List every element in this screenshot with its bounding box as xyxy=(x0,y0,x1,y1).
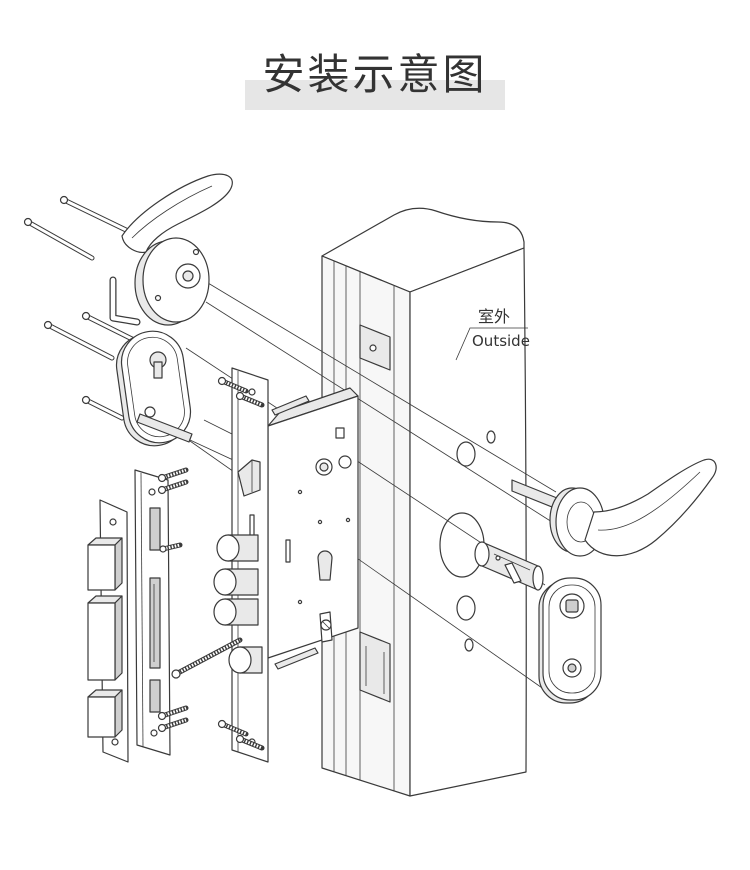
lock-spindle-hub-inner xyxy=(319,462,329,472)
strike-screw xyxy=(157,479,189,495)
strike-screw xyxy=(159,542,183,553)
faceplate-screw xyxy=(235,734,265,751)
lock-rivet xyxy=(317,519,323,525)
door-top-face xyxy=(321,207,525,293)
deadbolt-2 xyxy=(213,568,259,596)
inside-rosette xyxy=(134,237,210,326)
inside-escutcheon xyxy=(115,330,192,447)
rosette-screw-hole xyxy=(192,248,200,256)
door-hole-spindle xyxy=(456,441,476,467)
alignment-line xyxy=(207,282,557,493)
strike-cutout-latch xyxy=(149,507,161,551)
strike-cutout-bolts xyxy=(149,577,161,669)
lock-case-screw xyxy=(319,611,333,643)
faceplate-screw-hole xyxy=(248,388,256,396)
cylinder-keyhole-icon xyxy=(559,593,585,619)
through-bolt xyxy=(81,311,137,343)
door-hole-small-top xyxy=(486,430,496,444)
deadbolt-3 xyxy=(213,598,259,626)
through-bolt xyxy=(43,320,115,361)
door-hole-lower xyxy=(456,595,476,621)
through-bolt xyxy=(81,395,125,421)
strike-screws xyxy=(157,467,189,733)
strike-screw xyxy=(157,717,189,733)
page-title: 安装示意图 xyxy=(262,50,488,99)
lock-faceplate-assembly xyxy=(171,367,269,763)
strike-plate xyxy=(134,469,171,756)
box-keeper xyxy=(87,499,129,763)
through-bolts xyxy=(23,195,137,421)
keeper-screw-hole xyxy=(109,518,117,526)
lock-cylinder-cutout xyxy=(317,550,333,581)
faceplate-screw xyxy=(235,391,265,408)
keeper-box-middle xyxy=(87,595,123,681)
lock-hole xyxy=(338,455,352,469)
outside-label-leader xyxy=(455,327,528,361)
keeper-box-top xyxy=(87,537,123,591)
lock-faceplate xyxy=(231,367,269,763)
mortise-lock-body xyxy=(267,387,359,670)
through-bolt xyxy=(23,217,95,261)
euro-cylinder xyxy=(474,541,544,591)
lower-hole-icon xyxy=(562,658,582,678)
through-bolt xyxy=(59,195,129,233)
cylinder-cam xyxy=(504,562,522,584)
strike-screw xyxy=(157,705,189,721)
strike-pocket-top xyxy=(359,324,391,371)
lock-key-slot xyxy=(335,427,345,439)
alignment-line xyxy=(205,301,553,523)
faceplate-screw xyxy=(217,376,249,394)
keyhole-icon xyxy=(149,351,167,379)
strike-screw-hole xyxy=(150,729,158,737)
strike-screw xyxy=(157,467,189,483)
outside-label-en: Outside xyxy=(472,332,530,350)
rosette-screw-hole xyxy=(154,294,162,302)
latch-bolt xyxy=(237,459,261,497)
title-underline-bar xyxy=(245,80,505,110)
long-screw xyxy=(171,637,243,679)
deadbolt-4 xyxy=(228,646,263,674)
allen-key xyxy=(109,276,141,326)
lock-rivet xyxy=(297,489,303,495)
lock-rivet xyxy=(345,517,351,523)
strike-screw-hole xyxy=(148,488,156,496)
keeper-box-bottom xyxy=(87,689,123,738)
strike-cutout-bottom xyxy=(149,679,161,713)
thumbturn-hole xyxy=(144,406,156,418)
lock-top-plate xyxy=(271,395,310,416)
outside-lever-handle xyxy=(584,458,717,557)
strike-pocket-bottom xyxy=(359,631,391,703)
lock-slot xyxy=(285,539,291,563)
lock-rivet xyxy=(297,599,303,605)
outside-escutcheon xyxy=(538,577,602,704)
door-hole-small-bottom xyxy=(464,638,474,652)
deadbolt-1 xyxy=(216,534,259,562)
lock-strike-lip xyxy=(274,647,319,670)
outside-label-cn: 室外 xyxy=(478,307,510,326)
faceplate-screw xyxy=(217,719,249,737)
thumbturn-spindle-bar xyxy=(136,413,193,443)
keeper-screw-hole xyxy=(111,738,119,746)
